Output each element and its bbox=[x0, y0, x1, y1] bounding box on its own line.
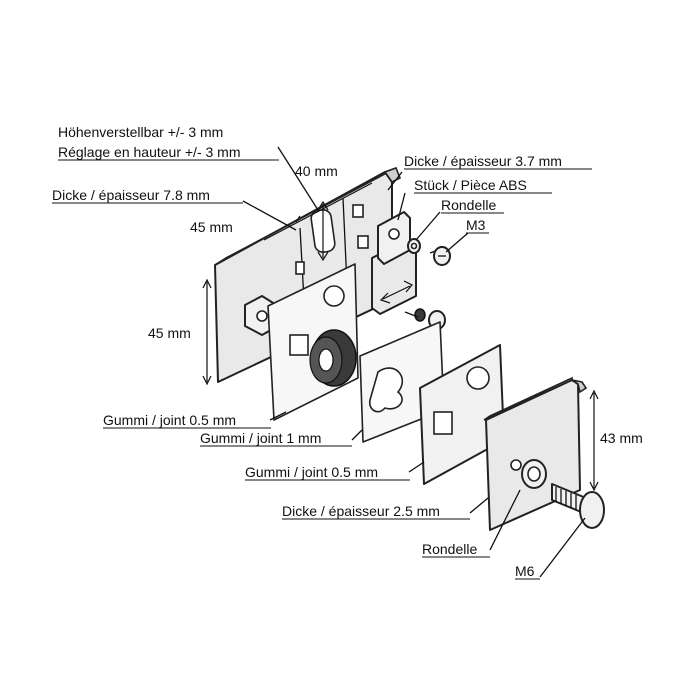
label-thickness-7-8: Dicke / épaisseur 7.8 mm bbox=[52, 187, 210, 203]
dimension-height-45 bbox=[202, 278, 212, 386]
label-gasket-0-5-top: Gummi / joint 0.5 mm bbox=[103, 412, 236, 428]
label-height-43: 43 mm bbox=[600, 430, 643, 446]
abs-piece bbox=[371, 211, 417, 315]
label-abs-piece: Stück / Pièce ABS bbox=[414, 177, 527, 193]
label-width-40: 40 mm bbox=[295, 163, 338, 179]
label-washer-bottom: Rondelle bbox=[422, 541, 477, 557]
label-thickness-3-7: Dicke / épaisseur 3.7 mm bbox=[404, 153, 562, 169]
label-height-45: 45 mm bbox=[148, 325, 191, 341]
gasket-bottom bbox=[419, 344, 505, 485]
m6-screw bbox=[551, 483, 605, 529]
label-m6: M6 bbox=[515, 563, 535, 579]
rubber-ring bbox=[309, 329, 357, 387]
label-width-45: 45 mm bbox=[190, 219, 233, 235]
label-gasket-1: Gummi / joint 1 mm bbox=[200, 430, 321, 446]
label-washer-top: Rondelle bbox=[441, 197, 496, 213]
label-gasket-0-5-bottom: Gummi / joint 0.5 mm bbox=[245, 464, 378, 480]
label-height-adjust-fr: Réglage en hauteur +/- 3 mm bbox=[58, 144, 241, 160]
leader-lines bbox=[242, 146, 586, 578]
label-height-adjust-de: Höhenverstellbar +/- 3 mm bbox=[58, 124, 223, 140]
label-m3: M3 bbox=[466, 217, 486, 233]
labels: Höhenverstellbar +/- 3 mm Réglage en hau… bbox=[52, 124, 643, 580]
label-thickness-2-5: Dicke / épaisseur 2.5 mm bbox=[282, 503, 440, 519]
dimension-width-40 bbox=[263, 182, 373, 241]
dimension-height-43 bbox=[589, 389, 599, 492]
back-plate bbox=[214, 166, 402, 383]
